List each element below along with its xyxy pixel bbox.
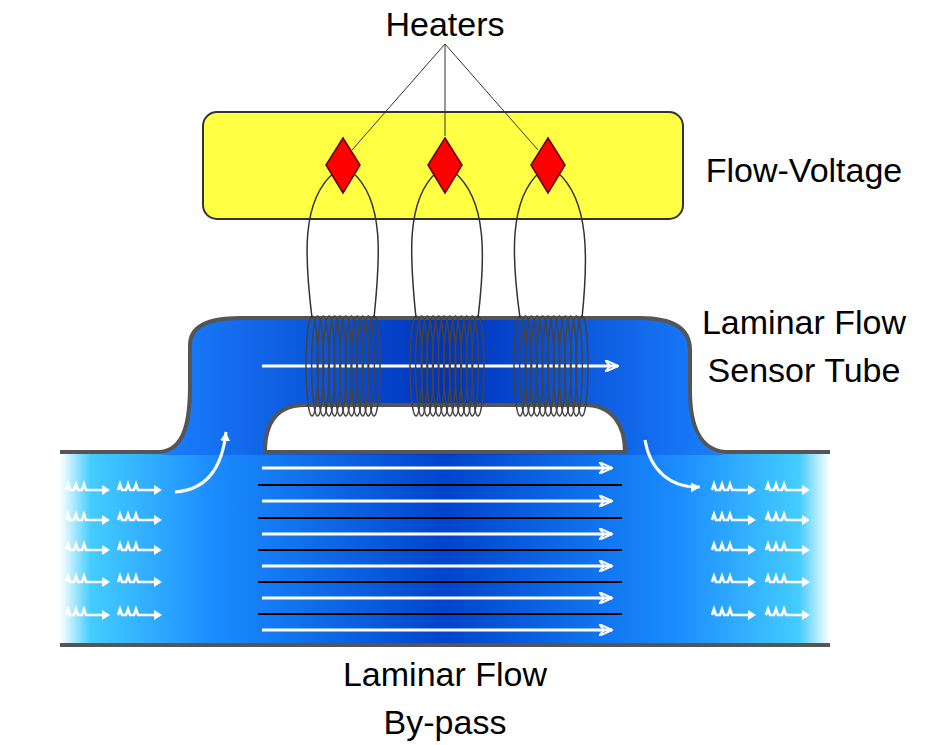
flow-squiggle [766, 576, 806, 582]
flow-voltage-board [203, 112, 683, 219]
pipe-outline [60, 643, 830, 647]
flow-squiggle [102, 515, 110, 525]
flow-squiggle [118, 576, 158, 582]
flow-squiggle [802, 610, 810, 620]
flow-squiggle [766, 609, 806, 615]
sensor-tube [160, 318, 725, 455]
flow-squiggle [766, 514, 806, 520]
tube-island [265, 405, 625, 452]
flow-squiggle [712, 576, 752, 582]
bypass-pipe [60, 452, 830, 645]
flow-squiggle [766, 544, 806, 550]
board-label: Flow-Voltage [686, 146, 922, 194]
laminar-element [258, 485, 622, 614]
heater-element [326, 138, 565, 193]
flow-squiggle [802, 515, 810, 525]
callout-label: Heaters [345, 0, 545, 48]
flow-squiggle [66, 609, 106, 615]
flow-squiggle [154, 610, 162, 620]
flow-squiggle [748, 610, 756, 620]
flow-squiggle [154, 577, 162, 587]
flow-squiggle [748, 515, 756, 525]
flow-squiggle [802, 485, 810, 495]
turn-arrow [175, 432, 700, 492]
flow-squiggle [748, 545, 756, 555]
flow-squiggle [118, 544, 158, 550]
bypass-label: Laminar Flow By-pass [338, 650, 552, 745]
flow-squiggle [748, 577, 756, 587]
heater-coil [576, 316, 588, 416]
flow-squiggle [102, 485, 110, 495]
flow-squiggle [802, 545, 810, 555]
flow-squiggle [748, 485, 756, 495]
flow-squiggle [766, 484, 806, 490]
heater-coil [472, 316, 484, 416]
flow-squiggle [66, 544, 106, 550]
flow-squiggle [102, 577, 110, 587]
flow-squiggle [154, 545, 162, 555]
flow-squiggle [712, 544, 752, 550]
flow-squiggle [66, 484, 106, 490]
flow-squiggle [712, 609, 752, 615]
heater-wire [307, 172, 586, 318]
tube-label: Laminar Flow Sensor Tube [697, 298, 911, 394]
flow-squiggle [154, 515, 162, 525]
leader-line [352, 44, 538, 150]
heater-coil [368, 316, 380, 416]
flow-squiggle [712, 514, 752, 520]
flow-squiggle [66, 576, 106, 582]
flow-squiggle [802, 577, 810, 587]
flow-squiggle [154, 485, 162, 495]
flow-squiggle [118, 514, 158, 520]
flow-squiggle [712, 484, 752, 490]
flow-squiggle [118, 484, 158, 490]
flow-squiggle [102, 545, 110, 555]
heater-coil [306, 316, 588, 416]
flow-squiggle [66, 484, 810, 620]
flow-squiggle [102, 610, 110, 620]
flow-squiggle [118, 609, 158, 615]
flow-squiggle [66, 514, 106, 520]
